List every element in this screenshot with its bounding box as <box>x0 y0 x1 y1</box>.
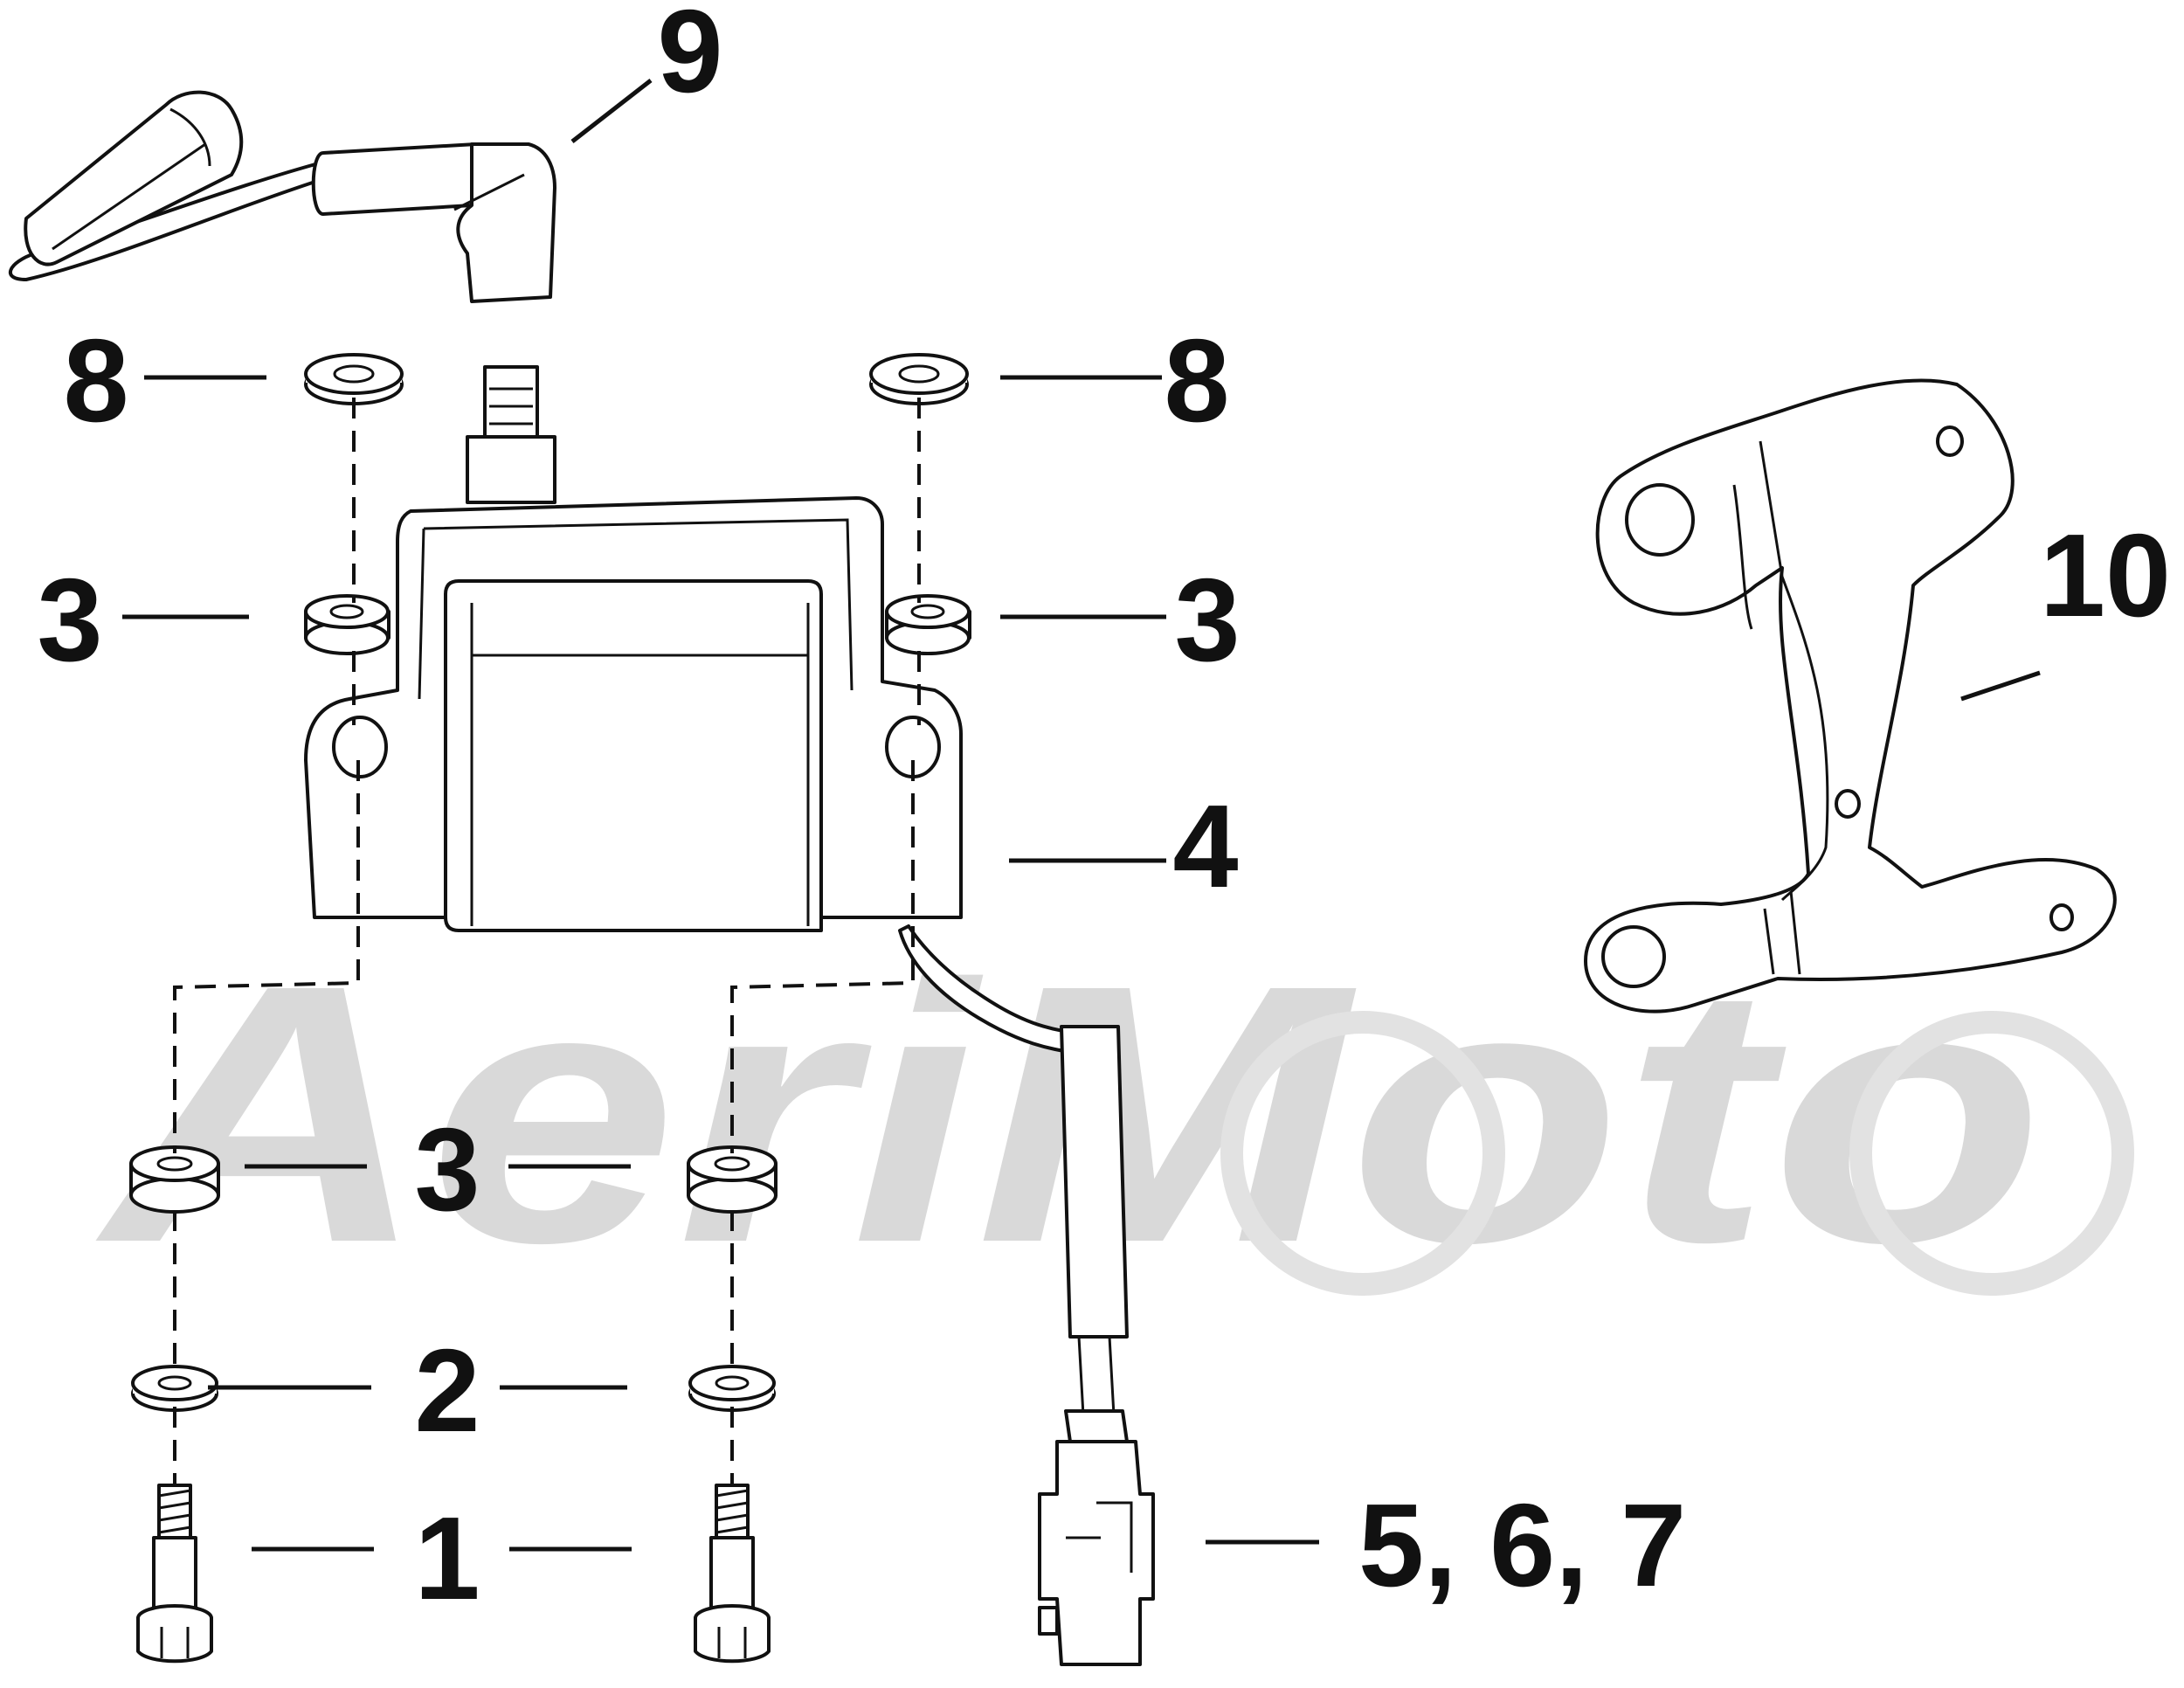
callout-8-left: 8 <box>63 315 128 446</box>
watermark-wheel-right <box>1849 1011 2134 1296</box>
callout-2: 2 <box>414 1325 480 1456</box>
screw-part-1-right <box>694 1484 771 1664</box>
leader-lines <box>122 79 2041 1552</box>
ignition-coil-part-4 <box>304 365 1155 1666</box>
callout-numbers: 9 8 8 3 3 10 4 3 2 1 5, 6, 7 <box>37 0 2171 1624</box>
screw-part-1-left <box>136 1484 213 1664</box>
callout-3-lower: 3 <box>414 1103 480 1235</box>
alignment-dash-lines <box>173 398 921 1485</box>
spark-plug-lead-part-9 <box>8 90 556 303</box>
washer-part-8-right <box>869 353 969 405</box>
callout-8-right: 8 <box>1164 315 1229 446</box>
mounting-bracket-part-10 <box>1584 378 2117 1013</box>
watermark-wheel-left <box>1220 1011 1505 1296</box>
washer-part-2-right <box>688 1365 776 1412</box>
callout-10: 10 <box>2040 509 2171 641</box>
callout-3-upper-left: 3 <box>37 554 102 686</box>
callout-1: 1 <box>414 1492 480 1624</box>
washer-part-3-upper-right <box>885 594 971 655</box>
washer-part-8-left <box>304 353 404 405</box>
washer-part-2-left <box>131 1365 218 1412</box>
washer-part-3-lower-left <box>129 1145 220 1214</box>
callout-3-upper-right: 3 <box>1174 554 1240 686</box>
callout-5-6-7: 5, 6, 7 <box>1358 1479 1686 1611</box>
washer-part-3-upper-left <box>304 594 390 655</box>
callout-9: 9 <box>657 0 722 117</box>
callout-4: 4 <box>1172 780 1238 912</box>
washer-part-3-lower-right <box>687 1145 778 1214</box>
